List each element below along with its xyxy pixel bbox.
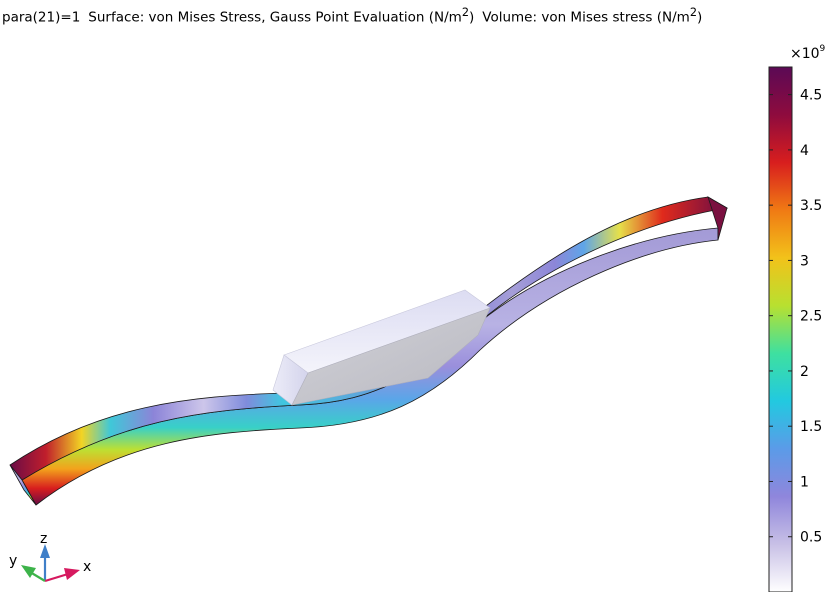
block-front-face: [291, 307, 491, 406]
z-axis-arrow-icon: [40, 544, 50, 558]
axis-triad: z x y: [9, 531, 91, 583]
x-axis-arrow-icon: [64, 568, 80, 580]
plot-title: para(21)=1 Surface: von Mises Stress, Gau…: [2, 6, 702, 26]
colorbar-tick-label: 2.5: [800, 309, 822, 325]
beam-left-end: [9, 464, 37, 506]
colorbar-tick-label: 1.5: [800, 419, 822, 435]
surface-label: Surface: von Mises Stress, Gauss Point E…: [88, 9, 462, 26]
surface-unit-exponent: 2: [461, 6, 469, 19]
volume-label-close: ): [696, 9, 703, 26]
colorbar-gradient: [768, 66, 793, 592]
colorbar-tick-label: 2: [800, 364, 809, 380]
colorbar-tick-label: 0.5: [800, 530, 822, 546]
colorbar-tick-label: 3: [800, 253, 809, 269]
parameter-label: para(21)=1: [2, 9, 81, 26]
colorbar-multiplier-base: ×10: [790, 46, 820, 62]
colorbar-tick-label: 4: [800, 143, 809, 159]
z-axis-label: z: [40, 531, 47, 547]
colorbar-multiplier-exponent: 9: [819, 44, 826, 54]
colorbar-tick-label: 1: [800, 474, 809, 490]
x-axis-line: [44, 572, 69, 583]
colorbar-tick-label: 4.5: [800, 88, 822, 104]
surface-label-close: ): [469, 9, 475, 26]
y-axis-arrow-icon: [21, 565, 36, 578]
x-axis-label: x: [83, 559, 91, 575]
colorbar-ticks: 0.5 1 1.5 2 2.5 3 3.5 4 4.5: [769, 88, 822, 546]
colorbar-tick-label: 3.5: [800, 198, 822, 214]
colorbar: 0.5 1 1.5 2 2.5 3 3.5 4 4.5: [768, 66, 822, 592]
volume-unit-exponent: 2: [689, 6, 697, 19]
beam-right-end: [707, 196, 728, 241]
rigid-block: [272, 289, 491, 406]
colorbar-multiplier: ×109: [790, 44, 825, 62]
y-axis-label: y: [9, 553, 17, 569]
volume-label: Volume: von Mises stress (N/m: [482, 9, 690, 26]
